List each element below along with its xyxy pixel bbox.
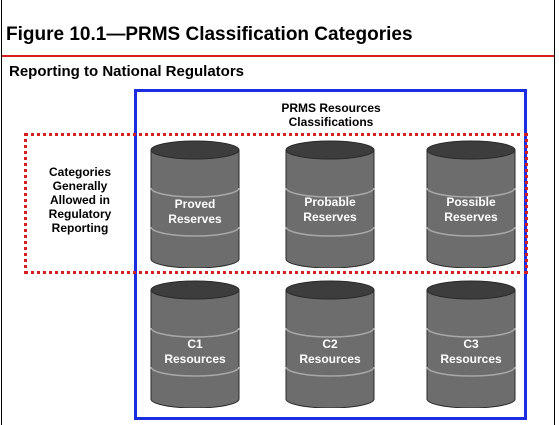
barrel-hoop [150,187,240,198]
barrel-label-line-1: Probable [304,195,356,209]
barrel-hoop [285,327,375,338]
barrel-label: C3 Resources [426,337,516,367]
barrel-label-line-2: Reserves [168,212,222,226]
barrel-c2-resources: C2 Resources [285,279,375,408]
barrel-c3-resources: C3 Resources [426,279,516,408]
barrel-label-line-1: Possible [446,195,496,209]
barrel-label: Proved Reserves [150,197,240,227]
classifications-box-title: PRMS Resources Classifications [231,101,431,129]
barrel-icon [285,140,375,268]
barrel-body [150,149,240,268]
barrel-label-line-1: Proved [174,197,216,211]
barrel-hoop [426,327,516,338]
barrel-lid [150,140,240,160]
barrel-hoop [426,226,516,237]
barrel-possible-reserves: Possible Reserves [426,139,516,268]
barrel-label-line-2: Resources [299,352,361,366]
barrel-body [150,289,240,408]
regulatory-label-line: Reporting [51,221,109,235]
barrel-label-line-2: Reserves [444,210,498,224]
barrel-hoop [426,366,516,377]
barrel-label-line-2: Reserves [303,210,357,224]
barrel-label-line-2: Resources [164,352,226,366]
barrel-body [285,289,375,408]
barrel-lid [285,140,375,160]
figure-left-border [1,0,2,425]
barrel-label: C2 Resources [285,337,375,367]
classifications-title-line-1: PRMS Resources [281,101,381,115]
barrel-body [426,149,516,268]
regulatory-label-line: Allowed in [50,193,110,207]
barrel-hoop [285,226,375,237]
barrel-label: C1 Resources [150,337,240,367]
regulatory-label-line: Regulatory [48,207,112,221]
barrel-lid [150,280,240,300]
barrel-lid [426,140,516,160]
barrel-lid [285,280,375,300]
barrel-hoop [285,366,375,377]
regulatory-label-line: Categories [48,165,112,179]
regulatory-reporting-box [24,133,528,274]
barrel-icon [426,280,516,408]
regulatory-reporting-label: Categories Generally Allowed in Regulato… [28,165,132,235]
barrel-label: Probable Reserves [285,195,375,225]
barrel-hoop [426,187,516,198]
barrel-label: Possible Reserves [426,195,516,225]
barrel-c1-resources: C1 Resources [150,279,240,408]
barrel-proved-reserves: Proved Reserves [150,139,240,268]
barrel-body [285,149,375,268]
barrel-label-line-1: C3 [463,337,479,351]
barrel-hoop [150,366,240,377]
classifications-title-line-2: Classifications [288,115,374,129]
title-divider [2,55,554,57]
barrel-icon [150,140,240,268]
barrel-hoop [150,327,240,338]
barrel-icon [285,280,375,408]
barrel-icon [426,140,516,268]
regulatory-label-line: Generally [52,179,108,193]
barrel-probable-reserves: Probable Reserves [285,139,375,268]
barrel-lid [426,280,516,300]
barrel-icon [150,280,240,408]
barrel-label-line-1: C1 [187,337,203,351]
barrel-label-line-2: Resources [440,352,502,366]
figure-subtitle: Reporting to National Regulators [9,63,245,80]
barrel-body [426,289,516,408]
figure-right-border [554,0,555,425]
barrel-label-line-1: C2 [322,337,338,351]
figure-title: Figure 10.1—PRMS Classification Categori… [6,24,413,45]
barrel-hoop [285,187,375,198]
barrel-hoop [150,226,240,237]
